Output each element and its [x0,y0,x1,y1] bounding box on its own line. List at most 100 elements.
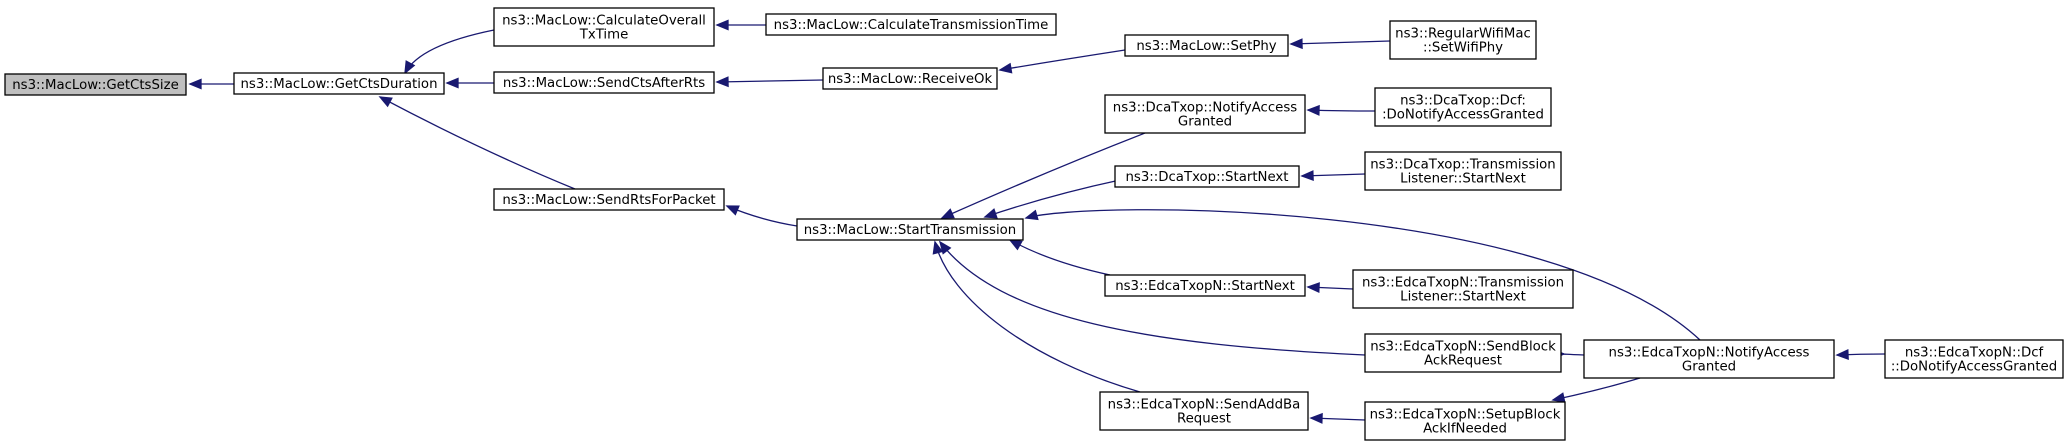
edge-arrowhead [1300,170,1314,182]
node-box [1364,151,1562,191]
node-box [1104,94,1306,134]
node-dcanotify[interactable]: ns3::DcaTxop::NotifyAccessGranted [1104,94,1306,134]
node-box [1884,339,2064,379]
edge-edcadcfnotify-to-edcanotify [1835,349,1886,360]
node-label-line: Granted [1178,115,1232,130]
node-sendctsafterrts[interactable]: ns3::MacLow::SendCtsAfterRts [493,71,715,94]
edge-regwifisetphy-to-setphy [1289,38,1391,50]
node-box [1374,87,1552,127]
edge-edcasendblockack-to-starttransmission [938,240,1366,356]
edge-line [379,96,576,190]
node-label-line: ns3::EdcaTxopN::Dcf [1905,346,2044,361]
node-label-line: ns3::MacLow::SendCtsAfterRts [503,76,705,91]
node-box [1389,20,1537,60]
edge-dcastartnext-to-starttransmission [983,179,1121,219]
edge-sendctsafterrts-to-getctsduration [445,77,494,89]
node-label-line: ns3::MacLow::GetCtsDuration [241,77,438,92]
edge-arrowhead [445,77,459,89]
node-box [1124,34,1289,57]
node-label-line: ns3::EdcaTxopN::StartNext [1115,279,1295,294]
edge-arrowhead [998,62,1013,74]
edge-sendrtsforpacket-to-getctsduration [378,96,576,190]
edges-layer [188,19,1886,424]
node-label-line: ns3::DcaTxop::Dcf: [1400,94,1526,109]
node-box [493,71,715,94]
edge-dcanotify-to-starttransmission [940,132,1146,219]
node-edcadcfnotify[interactable]: ns3::EdcaTxopN::Dcf::DoNotifyAccessGrant… [1884,339,2064,379]
node-getctssize[interactable]: ns3::MacLow::GetCtsSize [4,73,187,96]
node-label-line: ns3::MacLow::GetCtsSize [12,78,179,93]
node-setphy[interactable]: ns3::MacLow::SetPhy [1124,34,1289,57]
node-box [1352,269,1574,309]
node-label-line: ns3::MacLow::ReceiveOk [828,72,993,87]
node-starttransmission[interactable]: ns3::MacLow::StartTransmission [796,218,1024,241]
edge-arrowhead [1289,38,1303,50]
node-box [765,13,1057,36]
node-label-line: ns3::RegularWifiMac [1395,27,1531,42]
node-box [1364,333,1562,373]
node-edcatlstartnext[interactable]: ns3::EdcaTxopN::TransmissionListener::St… [1352,269,1574,309]
node-label-line: ns3::EdcaTxopN::SendAddBa [1108,398,1301,413]
node-getctsduration[interactable]: ns3::MacLow::GetCtsDuration [233,72,445,95]
node-label-line: Granted [1682,360,1736,375]
edge-line [1562,353,1585,356]
edge-getctsduration-to-getctssize [188,78,234,90]
node-receiveok[interactable]: ns3::MacLow::ReceiveOk [822,67,998,90]
node-label-line: ns3::EdcaTxopN::NotifyAccess [1609,346,1810,361]
node-label-line: ns3::EdcaTxopN::SetupBlock [1370,408,1561,423]
node-label-line: ns3::DcaTxop::NotifyAccess [1113,101,1297,116]
edge-line [984,179,1121,218]
node-calctranstime[interactable]: ns3::MacLow::CalculateTransmissionTime [765,13,1057,36]
node-dcastartnext[interactable]: ns3::DcaTxop::StartNext [1114,165,1300,188]
edge-arrowhead [404,60,416,75]
node-edcastartnext[interactable]: ns3::EdcaTxopN::StartNext [1104,274,1306,297]
edge-edcanotify-to-starttransmission [1024,209,1701,341]
node-sendrtsforpacket[interactable]: ns3::MacLow::SendRtsForPacket [493,188,725,211]
edge-arrowhead [715,76,729,88]
edge-dcatlstartnext-to-dcastartnext [1300,170,1366,182]
node-label-line: ns3::DcaTxop::Transmission [1370,158,1556,173]
edge-arrowhead [188,78,202,90]
node-dcadcfnotify[interactable]: ns3::DcaTxop::Dcf::DoNotifyAccessGranted [1374,87,1552,127]
edge-receiveok-to-sendctsafterrts [715,76,824,88]
node-regwifisetphy[interactable]: ns3::RegularWifiMac::SetWifiPhy [1389,20,1537,60]
edge-arrowhead [1306,282,1320,293]
node-label-line: ns3::MacLow::CalculateTransmissionTime [774,18,1049,33]
edge-calctranstime-to-calcoveralltx [715,19,766,31]
node-box [1583,339,1835,379]
edge-line [934,241,1141,393]
edge-arrowhead [1024,209,1039,221]
node-box [1099,391,1309,431]
node-label-line: ns3::MacLow::StartTransmission [804,223,1017,238]
node-box [4,73,187,96]
edge-setphy-to-receiveok [998,49,1126,74]
edge-edcasetupblockack-to-edcasendaddba [1309,412,1366,424]
node-box [1104,274,1306,297]
node-label-line: ns3::MacLow::CalculateOverall [502,14,706,29]
node-edcanotify[interactable]: ns3::EdcaTxopN::NotifyAccessGranted [1583,339,1835,379]
node-label-line: TxTime [579,28,629,43]
edge-arrowhead [715,19,729,31]
node-label-line: Listener::StartNext [1400,172,1526,187]
edge-line [404,29,495,74]
edge-line [999,49,1126,71]
edge-edcatlstartnext-to-edcastartnext [1306,282,1354,293]
edge-arrowhead [1306,104,1320,116]
edge-arrowhead [725,205,740,216]
edge-line [941,132,1146,219]
node-label-line: ns3::EdcaTxopN::SendBlock [1370,340,1556,355]
node-label-line: AckRequest [1424,354,1502,369]
nodes-layer: ns3::MacLow::GetCtsSize ns3::MacLow::GetC… [4,7,2064,441]
edge-arrowhead [1008,239,1023,251]
node-label-line: :DoNotifyAccessGranted [1382,108,1544,123]
node-label-line: ::DoNotifyAccessGranted [1891,360,2057,375]
node-dcatlstartnext[interactable]: ns3::DcaTxop::TransmissionListener::Star… [1364,151,1562,191]
node-box [1364,401,1566,441]
edge-edcastartnext-to-starttransmission [1008,239,1111,276]
